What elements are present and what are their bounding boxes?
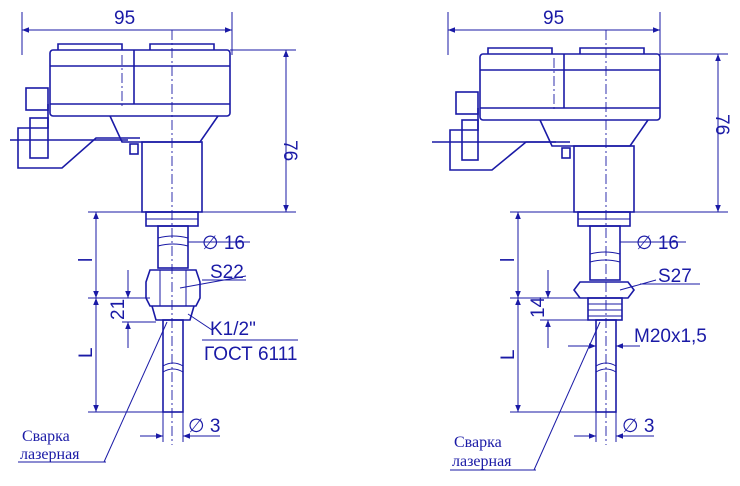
left-length-L: L bbox=[76, 347, 97, 358]
right-weld-line1: Сварка bbox=[454, 434, 502, 451]
right-width-dim: 95 bbox=[543, 8, 564, 29]
right-wrench: S27 bbox=[658, 266, 692, 287]
left-thread: K1/2" bbox=[210, 319, 256, 340]
left-dia-stem: ∅ 16 bbox=[202, 233, 245, 254]
left-height-dim: 76 bbox=[279, 140, 300, 161]
left-standard: ГОСТ 6111 bbox=[204, 344, 297, 365]
left-probe-dia: ∅ 3 bbox=[188, 416, 220, 437]
right-weld-line2: лазерная bbox=[452, 453, 512, 470]
right-dia-stem: ∅ 16 bbox=[636, 233, 679, 254]
left-thread-len: 21 bbox=[108, 299, 129, 320]
left-length-l: l bbox=[76, 258, 97, 262]
right-thread: M20x1,5 bbox=[634, 326, 707, 347]
right-sensor-view: 95 76 bbox=[432, 8, 732, 471]
right-height-dim: 76 bbox=[711, 114, 732, 135]
left-sensor-view: 95 7 bbox=[10, 8, 300, 463]
left-weld-line1: Сварка bbox=[22, 428, 70, 445]
right-length-L: L bbox=[498, 349, 519, 360]
right-length-l: l bbox=[498, 258, 519, 262]
left-wrench: S22 bbox=[210, 262, 244, 283]
left-width-dim: 95 bbox=[114, 8, 135, 29]
left-weld-line2: лазерная bbox=[20, 446, 80, 463]
right-thread-len: 14 bbox=[528, 296, 549, 318]
right-probe-dia: ∅ 3 bbox=[622, 416, 654, 437]
